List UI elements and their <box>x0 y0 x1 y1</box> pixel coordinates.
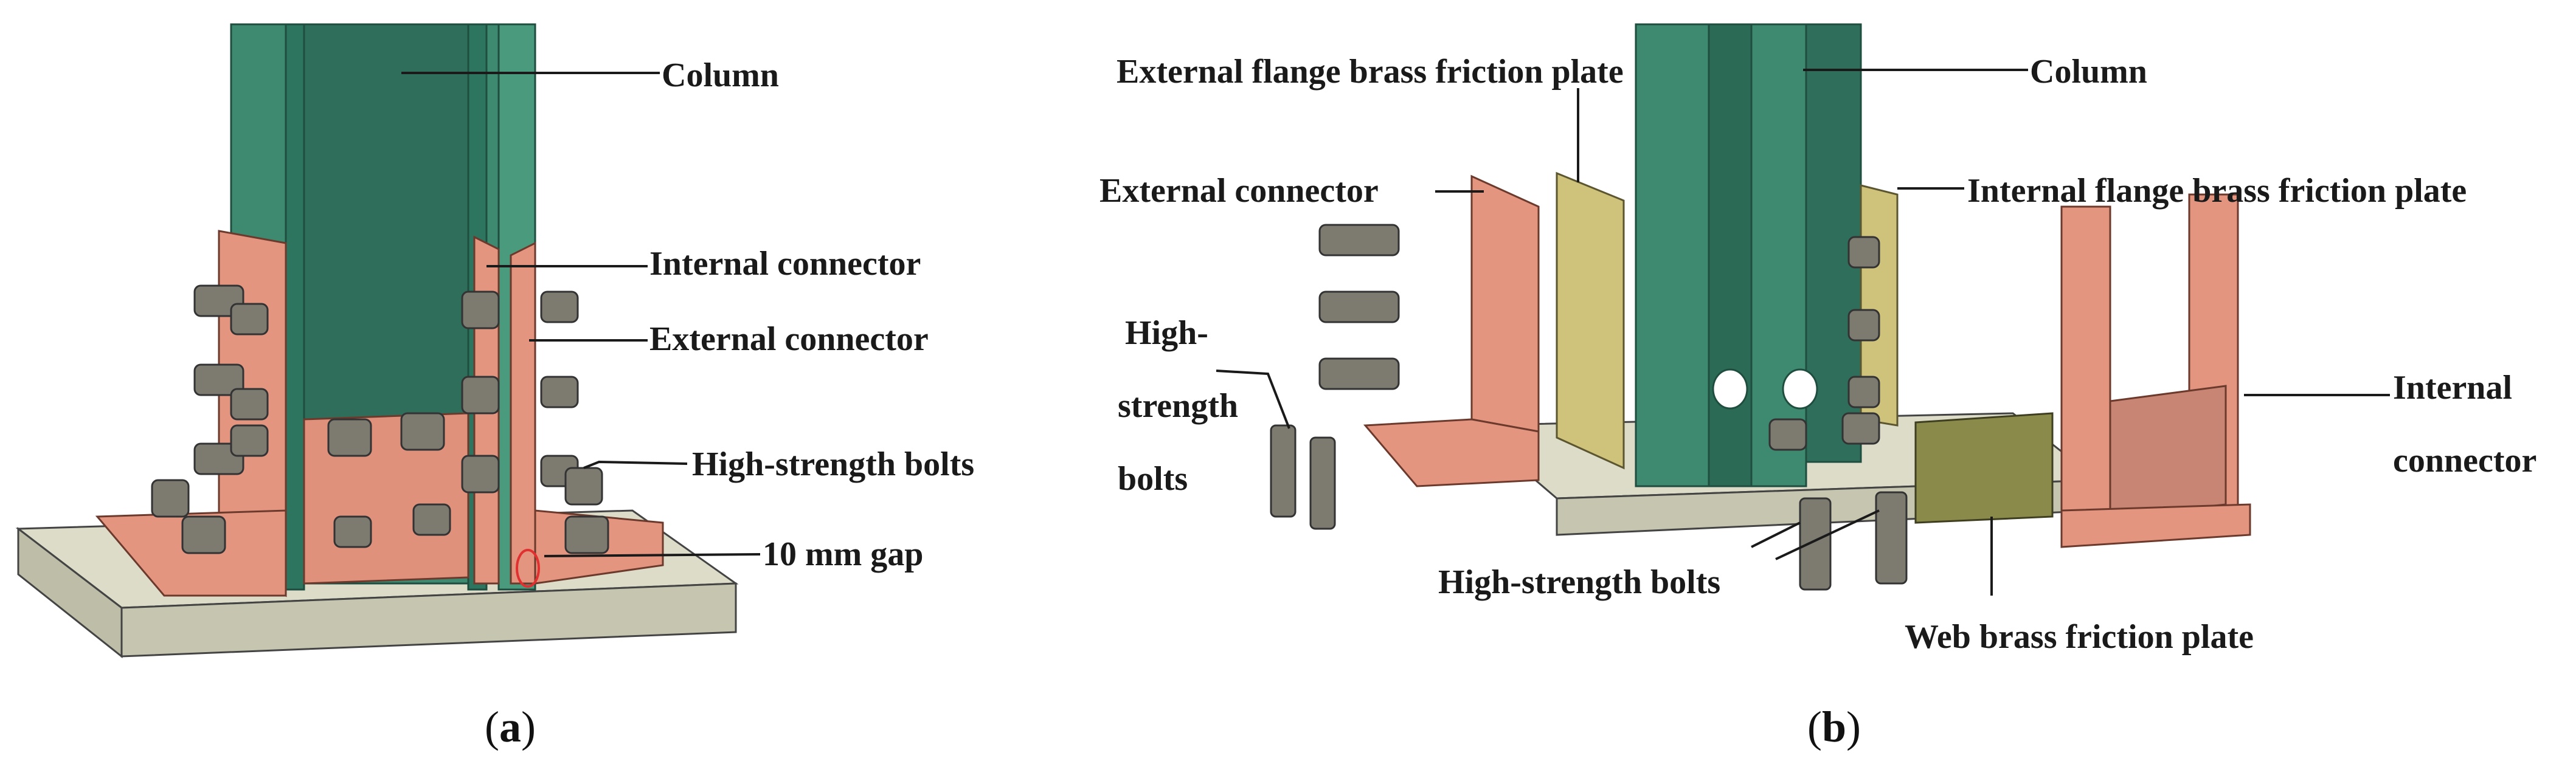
web-brass-plate <box>1914 412 2054 524</box>
base-plate-front <box>120 582 737 658</box>
leader-lines-a <box>401 72 761 557</box>
label-int-flange-plate: Internal flange brass friction plate <box>1967 172 2467 210</box>
label-bolts-b-line1: High- <box>1125 314 1208 352</box>
panel-b-drawing <box>1216 23 2390 596</box>
external-flange-brass-plate <box>1556 171 1625 470</box>
label-bolts-bottom-b: High-strength bolts <box>1438 563 1721 601</box>
bolts-a <box>151 284 609 554</box>
label-internal-connector-b-line1: Internal <box>2393 369 2512 407</box>
panel-a-drawing <box>15 23 761 659</box>
label-column-a: Column <box>662 57 779 94</box>
label-gap-a: 10 mm gap <box>763 535 924 573</box>
leader-lines-b <box>1216 69 2390 596</box>
label-bolts-a: High-strength bolts <box>692 445 975 483</box>
label-bolts-b-line3: bolts <box>1118 460 1188 498</box>
label-internal-connector-b-line2: connector <box>2393 442 2537 480</box>
label-external-connector-a: External connector <box>649 320 929 358</box>
internal-connector-b <box>2060 193 2251 548</box>
label-ext-flange-plate: External flange brass friction plate <box>1117 53 1624 91</box>
label-column-b: Column <box>2030 53 2147 91</box>
label-external-connector-b: External connector <box>1099 172 1379 210</box>
label-web-plate: Web brass friction plate <box>1905 618 2254 656</box>
bolts-b <box>1270 224 1908 591</box>
external-connector-b <box>1363 174 1540 487</box>
caption-b: (b) <box>1807 703 1861 751</box>
label-internal-connector-a: Internal connector <box>649 245 921 283</box>
caption-a: (a) <box>485 703 536 751</box>
label-bolts-b-line2: strength <box>1118 387 1239 425</box>
gap-marker <box>516 549 540 588</box>
column-b <box>1635 23 1862 487</box>
